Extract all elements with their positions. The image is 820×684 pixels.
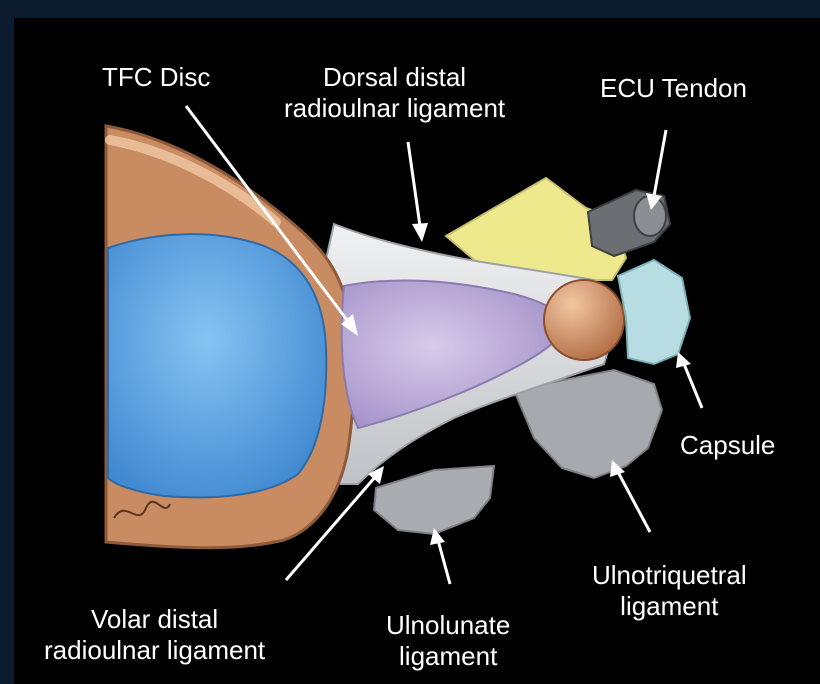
articular-surface	[108, 234, 326, 497]
capsule-shape	[618, 260, 690, 364]
label-ulnolunate-ligament: Ulnolunate ligament	[386, 610, 510, 672]
ulnar-head	[544, 280, 624, 360]
label-capsule: Capsule	[680, 430, 775, 461]
ulnolunate-ligament-shape	[374, 466, 494, 534]
label-dorsal-distal-radioulnar-ligament: Dorsal distal radioulnar ligament	[284, 62, 505, 124]
label-ulnotriquetral-ligament: Ulnotriquetral ligament	[592, 560, 747, 622]
anatomy-figure: TFC Disc Dorsal distal radioulnar ligame…	[14, 18, 820, 684]
label-tfc-disc: TFC Disc	[102, 62, 210, 93]
label-volar-distal-radioulnar-ligament: Volar distal radioulnar ligament	[44, 604, 265, 666]
label-ecu-tendon: ECU Tendon	[600, 73, 747, 104]
